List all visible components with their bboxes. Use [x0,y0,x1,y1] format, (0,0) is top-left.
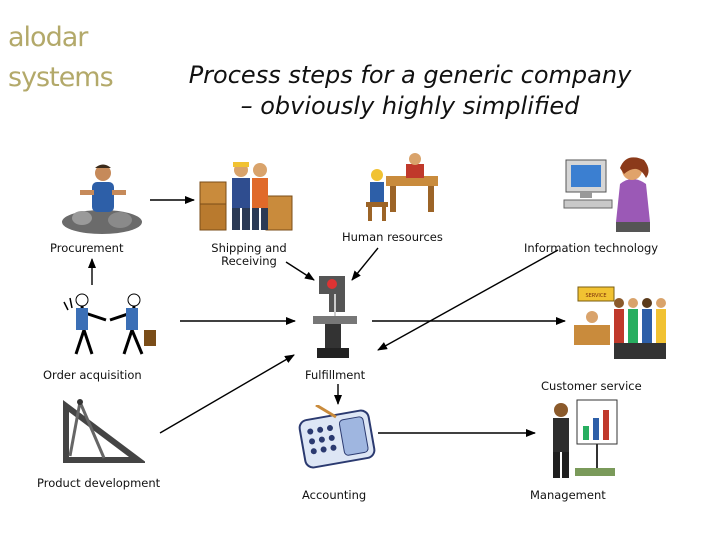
label-management: Management [530,488,606,502]
label-fulfillment: Fulfillment [305,368,366,382]
arrow-product-dev-to-fulfillment [159,354,295,434]
label-shipping-receiving: Shipping and Receiving [211,241,287,268]
label-customer-service: Customer service [541,379,642,393]
bandsaw-machine-icon [313,276,357,358]
arrow-shipping-to-fulfillment [285,261,315,281]
page-title: Process steps for a generic company – ob… [150,60,670,122]
company-logo: alodar systems [8,22,114,93]
presenter-with-chart-icon [553,399,618,478]
title-line-1: Process steps for a generic company [188,61,632,89]
miner-with-rocks-icon [62,164,142,234]
label-information-technology: Information technology [524,241,659,255]
label-order-acquisition: Order acquisition [43,368,142,382]
svg-text:SERVICE: SERVICE [585,293,606,299]
warehouse-workers-boxes-icon [199,162,293,231]
calculator-icon [298,405,376,469]
label-product-development: Product development [37,476,161,490]
office-desk-workers-icon [366,153,438,221]
arrow-hr-to-fulfillment [351,247,379,281]
customer-service-queue-icon: SERVICE [574,286,666,359]
title-line-2: – obviously highly simplified [240,92,580,120]
label-human-resources: Human resources [342,230,443,244]
woman-at-computer-icon [563,157,650,232]
arrow-it-to-customer-service [377,249,559,351]
drafting-tools-icon [63,399,145,463]
label-procurement: Procurement [50,241,124,255]
handshake-icon [63,293,156,355]
label-accounting: Accounting [302,488,367,502]
